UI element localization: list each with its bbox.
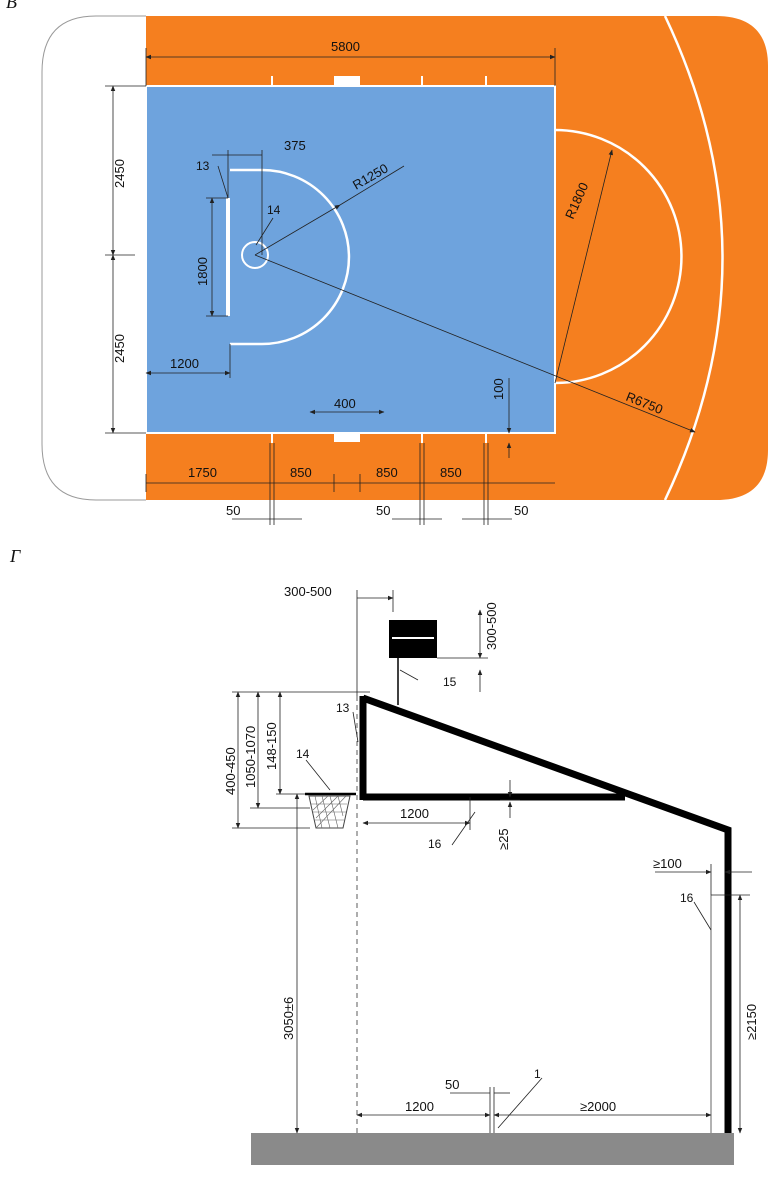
figure-v-letter: В [6,0,17,12]
dimension-lines-v [105,48,696,525]
dim-3050: 3050±6 [281,997,296,1040]
dim-850-a: 850 [290,465,312,480]
dim-2450-top: 2450 [112,159,127,188]
ground-strip [251,1133,734,1165]
label-13-v: 13 [196,159,210,173]
dim-300-500-h: 300-500 [284,584,332,599]
dim-300-500-v: 300-500 [484,602,499,650]
dim-400: 400 [334,396,356,411]
dim-100: ≥100 [653,856,682,871]
free-throw-arc [554,128,683,385]
edge-ticks [271,76,487,443]
label-13-g: 13 [336,701,350,715]
figure-v-court-plan: В [6,0,768,525]
ring [241,241,269,269]
dim-148-150: 148-150 [264,722,279,770]
restricted-arc [230,168,351,346]
dimension-texts-v: 5800 2450 2450 1800 375 R1250 R1800 R675… [112,39,665,518]
figure-g-basket-elevation: Г [9,546,759,1165]
label-16-g-b: 16 [680,891,694,905]
label-14-v: 14 [267,203,281,217]
marker-top [334,76,360,86]
dim-1800: 1800 [195,257,210,286]
dim-2150: ≥2150 [744,1004,759,1040]
label-16-g-a: 16 [428,837,442,851]
figure-g-letter: Г [9,546,21,566]
three-point-arc [663,15,724,501]
dim-5800: 5800 [331,39,360,54]
dim-50-c: 50 [514,503,528,518]
dim-100: 100 [491,378,506,400]
dim-50-g: 50 [445,1077,459,1092]
dim-1200: 1200 [170,356,199,371]
support-frame [359,694,732,1133]
dim-850-c: 850 [440,465,462,480]
label-14-g: 14 [296,747,310,761]
dim-400-450: 400-450 [223,747,238,795]
basket-net [305,792,356,829]
court-outline-left [41,15,146,501]
dim-375: 375 [284,138,306,153]
dim-1050-1070: 1050-1070 [243,726,258,788]
dim-25: ≥25 [496,828,511,850]
marker-bottom [334,433,360,442]
dim-1200-top: 1200 [400,806,429,821]
label-15-g: 15 [443,675,457,689]
dim-2000: ≥2000 [580,1099,616,1114]
dimension-lines-g [232,590,752,1134]
label-1-g: 1 [534,1067,541,1081]
dim-1750: 1750 [188,465,217,480]
dim-1200-bottom: 1200 [405,1099,434,1114]
dim-50-a: 50 [226,503,240,518]
dim-850-b: 850 [376,465,398,480]
dimension-texts-g: 300-500 300-500 400-450 1050-1070 148-15… [223,584,759,1114]
dim-2450-bottom: 2450 [112,334,127,363]
dim-50-b: 50 [376,503,390,518]
